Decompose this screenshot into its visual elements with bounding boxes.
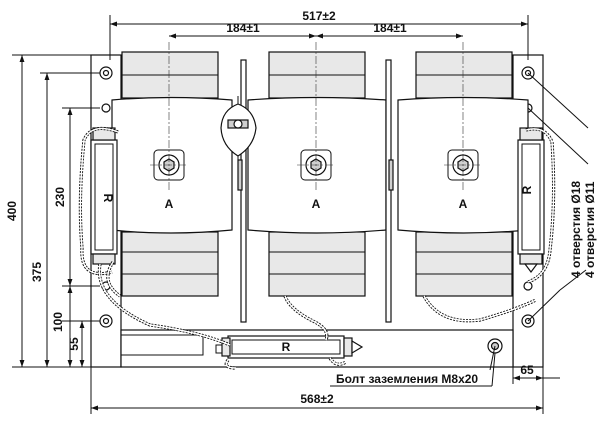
coil-2: A [247,42,387,297]
coil-label: A [312,197,321,211]
dim-right-offset: 65 [520,363,534,377]
fuse-component [220,96,257,166]
resistor-right: R [517,127,545,273]
coil-label: A [459,197,468,211]
resistor-bottom: R [221,335,364,359]
dim-height-55: 55 [67,337,81,351]
dimension-lines [12,15,589,414]
hole-11-icon [101,103,111,113]
dim-overall-width: 517±2 [302,9,336,23]
dim-height-230: 230 [53,187,67,207]
separator-rods [237,59,394,323]
ground-bolt-label: Болт заземления М8х20 [336,372,478,386]
resistor-label: R [282,340,291,354]
dimension-texts: 517±2 184±1 184±1 400 375 230 100 55 568… [5,9,597,406]
dim-height-400: 400 [5,201,19,221]
dim-overall-width-bottom: 568±2 [300,392,334,406]
nameplate [120,334,204,356]
holes-11-label: 4 отверстия Ø11 [583,181,597,278]
hole-11-icon [523,281,533,291]
dim-spacing-left: 184±1 [226,21,260,35]
dim-height-100: 100 [51,312,65,332]
wires [78,126,556,370]
resistor-label: R [520,185,534,194]
holes-18-label: 4 отверстия Ø18 [569,181,583,278]
resistor-left: R [90,127,118,265]
resistor-label: R [101,194,115,203]
coil-label: A [165,197,174,211]
dim-spacing-right: 184±1 [373,21,407,35]
dim-height-375: 375 [30,262,44,282]
coil-3: A [397,42,529,297]
coil-1: A [111,42,233,297]
